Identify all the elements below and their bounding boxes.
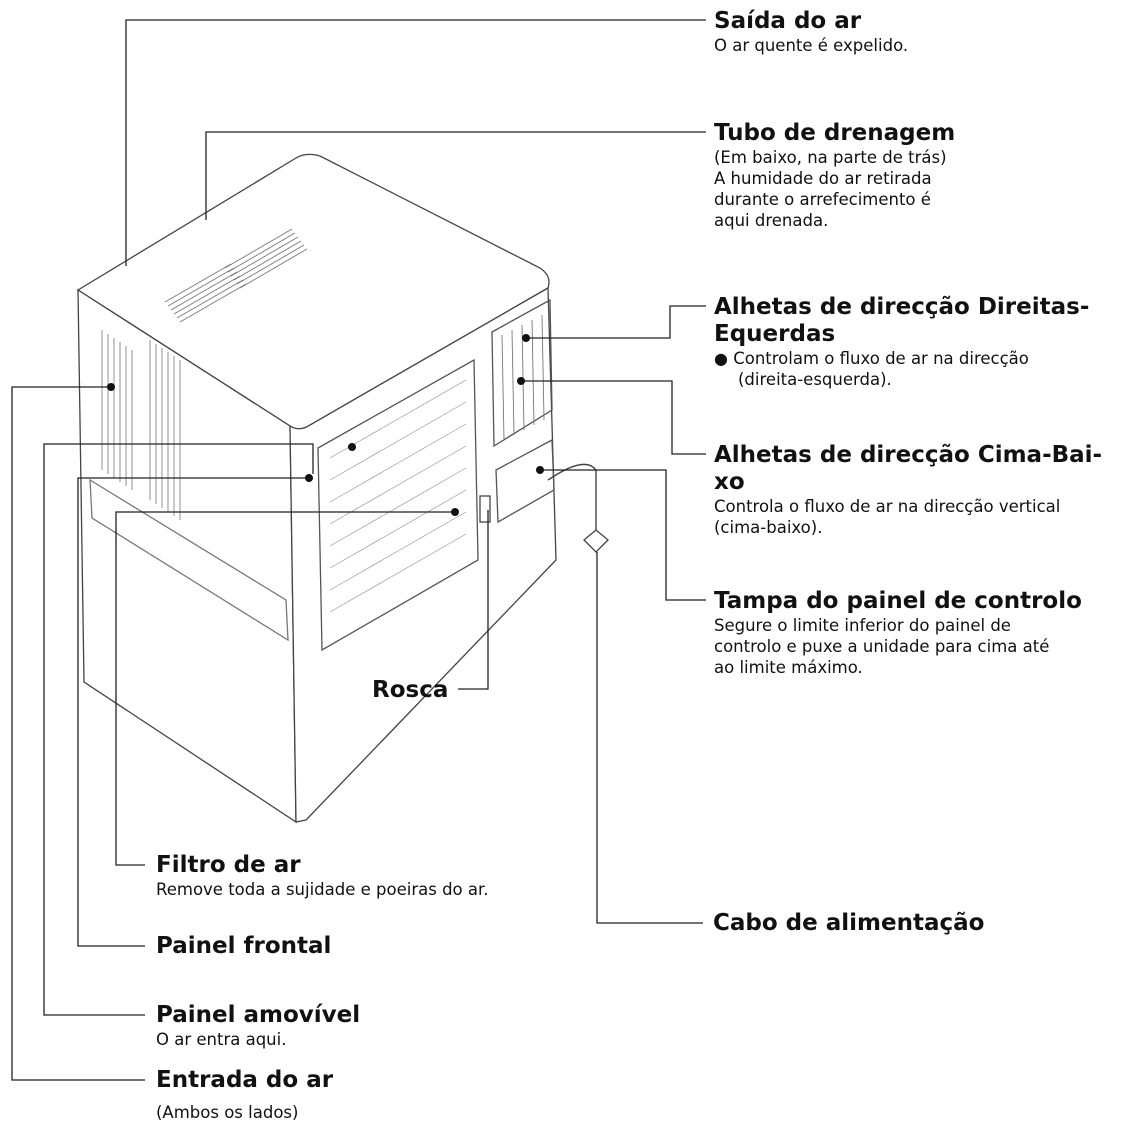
dot-entrada <box>107 383 115 391</box>
air-conditioner-unit <box>76 153 609 824</box>
label-painel-amovivel: Painel amovível O ar entra aqui. <box>156 1002 360 1050</box>
label-desc-line: durante o arrefecimento é <box>714 190 931 209</box>
label-desc-line: ● Controlam o fluxo de ar na direcção <box>714 348 1089 369</box>
label-desc-text: Controlam o fluxo de ar na direcção <box>733 349 1029 368</box>
leader-saida <box>125 19 706 266</box>
label-filtro-de-ar: Filtro de ar Remove toda a sujidade e po… <box>156 852 489 900</box>
label-tubo-de-drenagem: Tubo de drenagem (Em baixo, na parte de … <box>714 120 955 231</box>
leader-alhetas-cb <box>523 380 706 455</box>
label-title: Cabo de alimentação <box>713 910 985 936</box>
label-desc: Remove toda a sujidade e poeiras do ar. <box>156 880 489 899</box>
label-title-line: Alhetas de direcção Direitas- <box>714 294 1090 320</box>
label-desc-line: Controla o fluxo de ar na direcção verti… <box>714 497 1061 516</box>
label-desc-line: (cima-baixo). <box>714 518 823 537</box>
dot-filtro <box>451 508 459 516</box>
leader-cabo <box>596 552 703 924</box>
front-filter-panel <box>317 358 479 652</box>
screw <box>479 495 491 523</box>
dot-amovivel <box>348 443 356 451</box>
leader-tampa <box>540 469 706 601</box>
label-desc-line: (direita-esquerda). <box>738 370 892 389</box>
top-vent-grille <box>164 228 308 323</box>
dot-alhetas-cb <box>517 377 525 385</box>
label-tampa-do-painel: Tampa do painel de controlo Segure o lim… <box>714 588 1082 678</box>
leader-alhetas-de <box>526 305 706 339</box>
dot-tampa <box>536 466 544 474</box>
label-title: Tubo de drenagem <box>714 120 956 146</box>
leader-amovivel <box>43 443 314 1016</box>
leader-filtro <box>115 511 455 866</box>
unit-front-face <box>289 286 557 823</box>
label-rosca: Rosca <box>372 677 448 704</box>
bullet-icon: ● <box>714 349 728 368</box>
label-alhetas-direitas-esquerdas: Alhetas de direcção Direitas- Equerdas ●… <box>714 294 1089 390</box>
label-alhetas-cima-baixo: Alhetas de direcção Cima-Bai- xo Control… <box>714 442 1102 538</box>
label-desc-line: controlo e puxe a unidade para cima até <box>714 637 1050 656</box>
label-title: Tampa do painel de controlo <box>714 588 1082 614</box>
leader-frontal <box>77 477 308 947</box>
leader-lines <box>11 19 706 1081</box>
label-cabo-de-alimentacao: Cabo de alimentação <box>713 910 984 937</box>
label-title: Painel amovível <box>156 1002 361 1028</box>
leader-entrada <box>11 386 145 1081</box>
side-air-inlet-grille <box>101 330 181 520</box>
leader-endpoints <box>107 334 544 516</box>
label-entrada-do-ar: Entrada do ar (Ambos os lados) <box>156 1067 333 1123</box>
label-desc-line: A humidade do ar retirada <box>714 169 932 188</box>
leader-tubo <box>205 131 706 220</box>
dot-frontal <box>305 474 313 482</box>
label-title: Saída do ar <box>714 8 862 34</box>
leader-rosca <box>458 510 489 690</box>
label-desc: (Ambos os lados) <box>156 1103 299 1122</box>
label-title: Filtro de ar <box>156 852 301 878</box>
label-desc: O ar entra aqui. <box>156 1030 287 1049</box>
dot-alhetas-de <box>522 334 530 342</box>
label-desc-line: aqui drenada. <box>714 211 829 230</box>
control-panel-lid <box>495 438 555 524</box>
label-desc-line: (Em baixo, na parte de trás) <box>714 148 947 167</box>
label-title: Painel frontal <box>156 933 332 959</box>
label-title-line: Equerdas <box>714 321 836 347</box>
label-painel-frontal: Painel frontal <box>156 933 331 960</box>
label-desc-line: Segure o limite inferior do painel de <box>714 616 1011 635</box>
label-title-line: xo <box>714 469 745 495</box>
base-rail <box>89 478 289 642</box>
label-title-line: Alhetas de direcção Cima-Bai- <box>714 442 1103 468</box>
label-title: Entrada do ar <box>156 1067 334 1093</box>
power-plug <box>583 529 609 553</box>
label-desc: O ar quente é expelido. <box>714 36 909 55</box>
label-title: Rosca <box>372 677 449 703</box>
louver-frame <box>491 298 553 448</box>
label-desc-line: ao limite máximo. <box>714 658 863 677</box>
label-saida-do-ar: Saída do ar O ar quente é expelido. <box>714 8 908 56</box>
